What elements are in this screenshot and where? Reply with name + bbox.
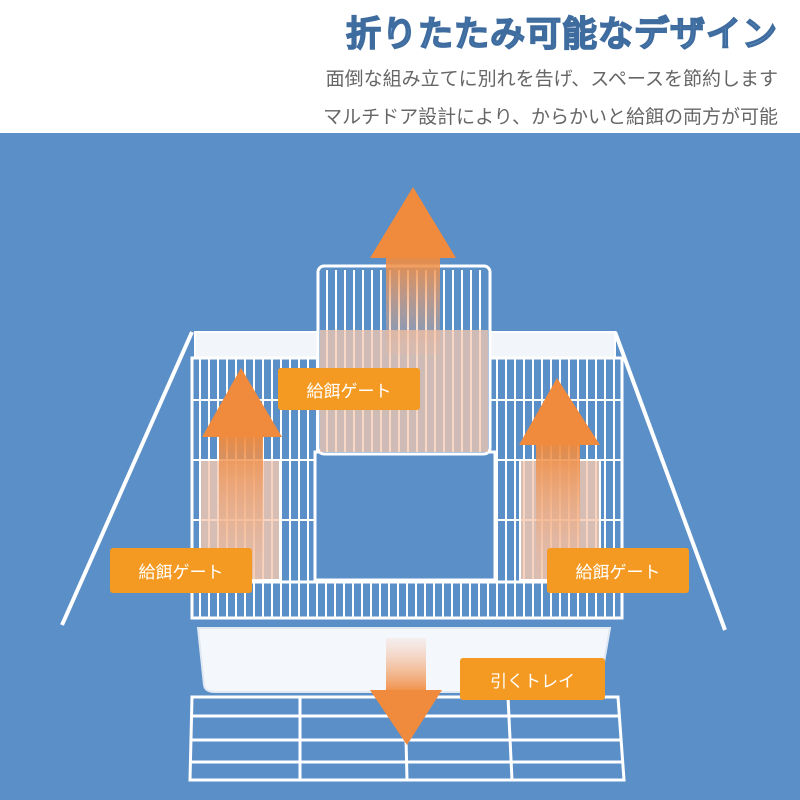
headline: 折りたたみ可能なデザイン [345,14,778,56]
subtitle-line-1: 面倒な組み立てに別れを告げ、スペースを節約します [325,68,778,90]
arrow-up-top [370,187,456,355]
right-strut [613,331,727,631]
label-top-gate: 給餌ゲート [278,368,420,410]
arrow-down-tray [370,638,442,745]
label-tray: 引くトレイ [460,658,605,700]
label-left-gate: 給餌ゲート [110,548,252,593]
central-opening [313,450,497,582]
left-strut [60,331,194,626]
subtitle-line-2: マルチドア設計により、からかいと給餌の両方が可能 [323,106,778,128]
header: 折りたたみ可能なデザイン 面倒な組み立てに別れを告げ、スペースを節約します マル… [0,0,800,133]
label-right-gate: 給餌ゲート [547,548,689,593]
